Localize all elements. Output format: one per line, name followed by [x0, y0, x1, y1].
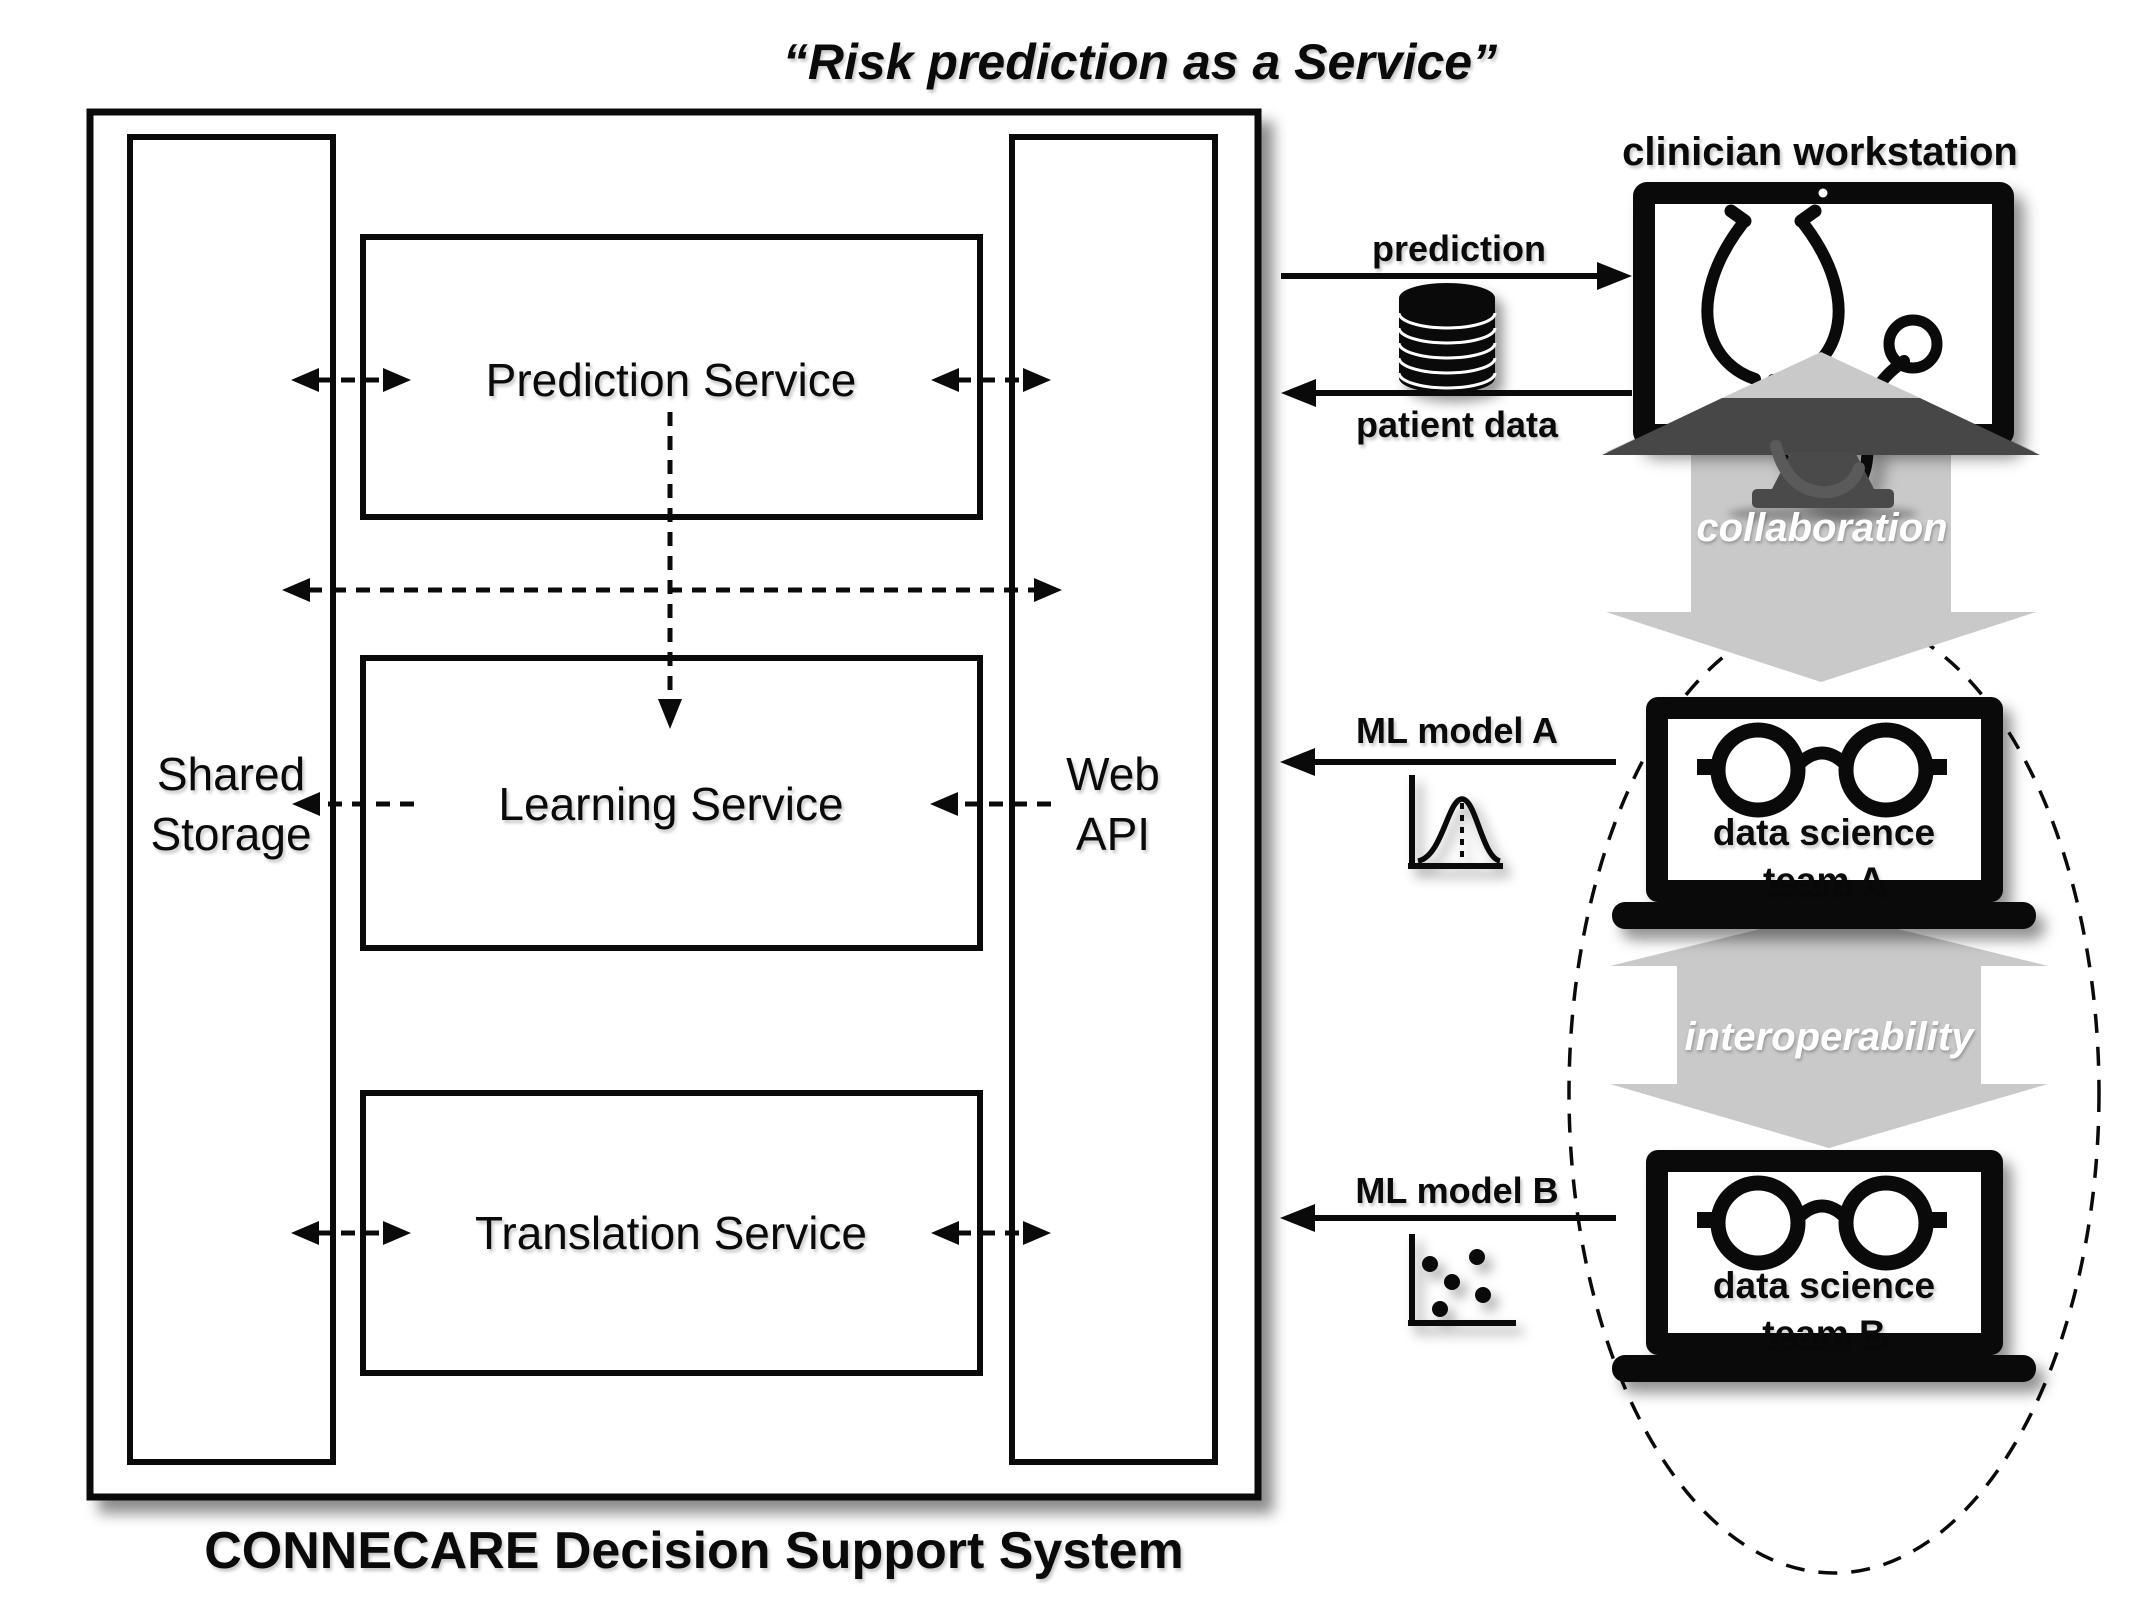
figure-title: “Risk prediction as a Service”: [782, 34, 1498, 90]
shared-storage-label: Shared Storage: [150, 745, 311, 865]
team-a-line2: team A: [1762, 860, 1886, 901]
prediction-webapi-arrow: [931, 368, 1051, 392]
translation-webapi-arrow: [931, 1221, 1051, 1245]
shared-storage-line2: Storage: [150, 808, 312, 860]
external-flow-arrows: [1280, 262, 1632, 1232]
internal-dashed-arrows: [282, 368, 1062, 1245]
team-b-line2: team B: [1762, 1313, 1886, 1354]
learning-shared-arrow: [292, 792, 414, 816]
gaussian-curve-icon: [1408, 775, 1503, 869]
monitor-overlap-shade: [1602, 398, 2040, 455]
patient-data-arrow: [1281, 379, 1632, 407]
team-b-line1: data science: [1712, 1264, 1936, 1306]
ml-model-a-label: ML model A: [1355, 710, 1559, 751]
prediction-learning-arrow: [658, 412, 682, 729]
prediction-shared-arrow: [291, 368, 411, 392]
system-caption: CONNECARE Decision Support System: [204, 1522, 1184, 1580]
web-api-line2: API: [1075, 808, 1151, 860]
collaboration-arrow-tip: [1722, 352, 1920, 398]
prediction-flow-label: prediction: [1371, 228, 1547, 269]
patient-data-flow-label: patient data: [1355, 404, 1559, 445]
interoperability-label: interoperability: [1684, 1015, 1974, 1059]
learning-service-box: [360, 655, 983, 951]
database-icon: [1397, 283, 1497, 393]
translation-service-box: [360, 1090, 983, 1376]
ml-model-b-label: ML model B: [1355, 1170, 1559, 1211]
webcam-dot-icon: [1818, 188, 1828, 198]
stethoscope-tube-shaded: [1770, 440, 1865, 498]
clinician-workstation-label: clinician workstation: [1622, 130, 2018, 174]
scatter-plot-icon: [1408, 1234, 1516, 1326]
web-api-label: Web API: [1066, 745, 1160, 865]
ml-model-b-arrow: [1280, 1204, 1616, 1232]
prediction-service-label: Prediction Service: [485, 354, 857, 406]
round-glasses-icon: [1697, 1175, 1947, 1271]
team-a-label: data science team A: [1713, 809, 1935, 905]
connecare-system-group: [86, 108, 1262, 1501]
team-a-laptop: [1612, 697, 2036, 929]
web-api-box: [1009, 134, 1218, 1465]
webapi-learning-arrow: [930, 792, 1051, 816]
translation-shared-arrow: [291, 1221, 411, 1245]
team-a-line1: data science: [1712, 811, 1936, 853]
interoperability-arrow: [1610, 912, 2048, 1148]
team-b-laptop: [1612, 1150, 2036, 1382]
prediction-arrow: [1281, 262, 1632, 290]
clinician-workstation-monitor: [1633, 182, 2014, 505]
shared-storage-line1: Shared: [156, 748, 306, 801]
team-b-label: data science team B: [1713, 1262, 1935, 1358]
shared-storage-box: [127, 134, 336, 1465]
ml-model-a-arrow: [1280, 748, 1616, 776]
round-glasses-icon: [1697, 722, 1947, 818]
web-api-line1: Web: [1066, 748, 1160, 801]
collaboration-label: collaboration: [1696, 506, 1948, 550]
learning-service-label: Learning Service: [498, 778, 844, 830]
translation-service-label: Translation Service: [474, 1207, 868, 1259]
